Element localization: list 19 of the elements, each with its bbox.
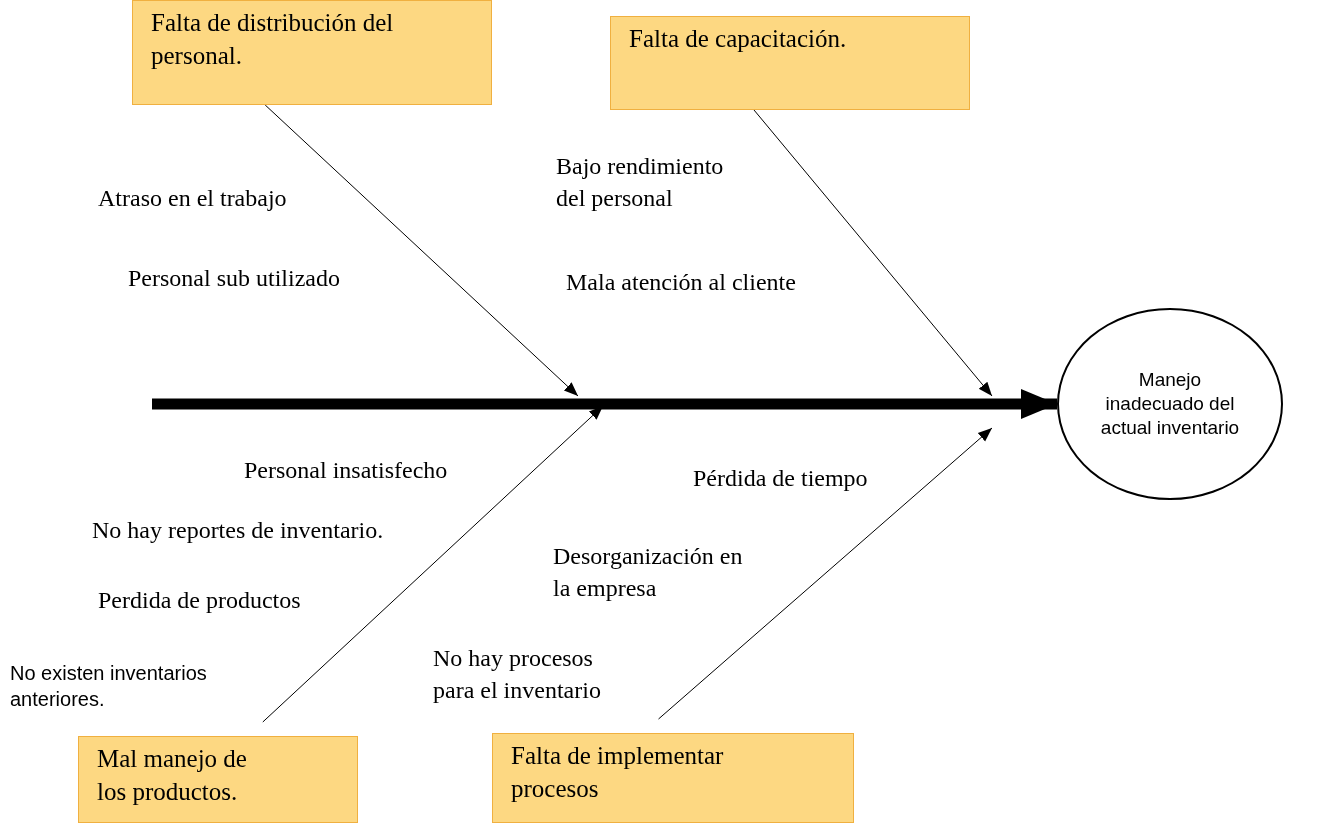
cause-box: Falta de distribución del personal. bbox=[132, 0, 492, 105]
cause-box: Mal manejo de los productos. bbox=[78, 736, 358, 823]
cause-label: Atraso en el trabajo bbox=[98, 184, 288, 213]
cause-label: Bajo rendimiento del personal bbox=[556, 152, 725, 214]
cause-label: Personal insatisfecho bbox=[244, 456, 449, 485]
cause-label: No hay reportes de inventario. bbox=[92, 516, 385, 545]
cause-label: Personal sub utilizado bbox=[128, 264, 341, 293]
cause-label: Desorganización en la empresa bbox=[553, 542, 744, 604]
cause-label: Pérdida de tiempo bbox=[693, 464, 869, 493]
cause-label: No hay procesos para el inventario bbox=[433, 644, 602, 706]
cause-box: Falta de implementar procesos bbox=[492, 733, 854, 823]
branch-arrow bbox=[753, 109, 993, 397]
cause-box: Falta de capacitación. bbox=[610, 16, 970, 110]
cause-label: Mala atención al cliente bbox=[566, 268, 797, 297]
branch-arrow bbox=[264, 104, 579, 397]
branch-arrow bbox=[658, 427, 993, 720]
effect-ellipse: Manejo inadecuado del actual inventario bbox=[1057, 308, 1283, 500]
cause-label: No existen inventarios anteriores. bbox=[10, 661, 208, 712]
cause-label: Perdida de productos bbox=[98, 586, 302, 615]
